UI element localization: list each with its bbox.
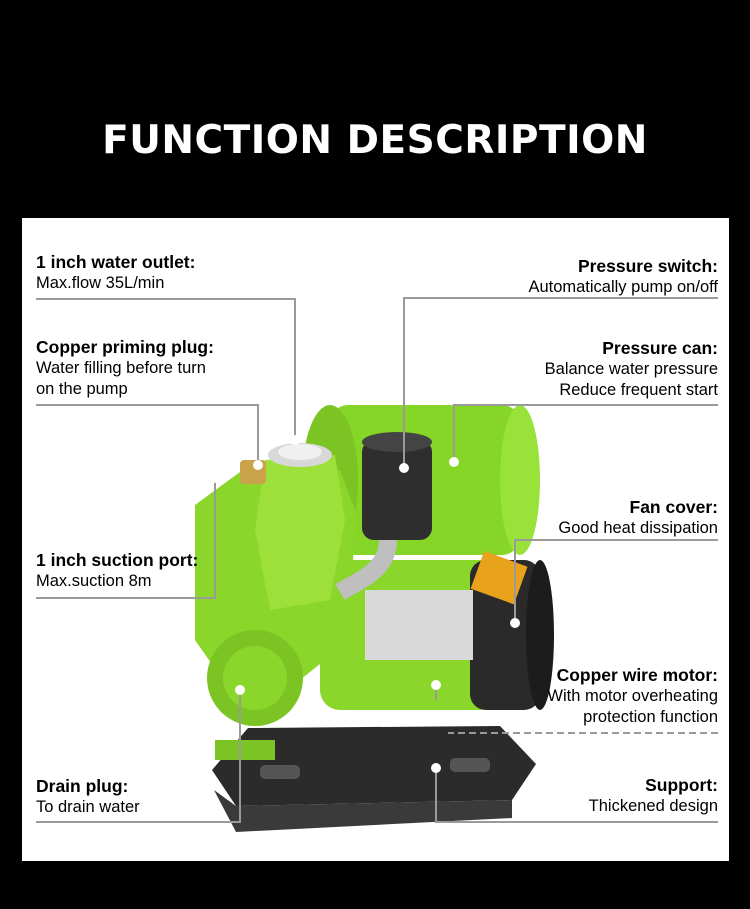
marker-water-outlet xyxy=(290,435,300,445)
marker-priming-plug xyxy=(253,460,263,470)
pressure-switch xyxy=(335,432,432,600)
leader-priming-plug xyxy=(36,404,259,463)
callout-text: Thickened design xyxy=(588,797,718,815)
marker-motor xyxy=(431,680,441,690)
callout-heading: 1 inch suction port: xyxy=(36,550,199,570)
callout-suction-port: 1 inch suction port: Max.suction 8m xyxy=(36,550,296,592)
callout-text: Reduce frequent start xyxy=(559,381,718,399)
callout-heading: Support: xyxy=(645,775,718,795)
callout-heading: Drain plug: xyxy=(36,776,129,796)
motor xyxy=(320,550,554,710)
callout-heading: Copper wire motor: xyxy=(556,665,718,685)
marker-pressure-switch xyxy=(399,463,409,473)
marker-fan-cover xyxy=(510,618,520,628)
callout-text: Good heat dissipation xyxy=(558,519,718,537)
leader-pressure-can xyxy=(453,404,718,462)
callout-heading: Pressure can: xyxy=(602,338,718,358)
marker-pressure-can xyxy=(449,457,459,467)
pump-head xyxy=(195,443,355,760)
leader-water-outlet xyxy=(36,298,296,440)
callout-drain-plug: Drain plug: To drain water xyxy=(36,776,296,818)
callout-motor: Copper wire motor: With motor overheatin… xyxy=(440,665,718,728)
pump-base xyxy=(212,726,536,806)
callout-text: With motor overheating xyxy=(547,687,718,705)
callout-text: Automatically pump on/off xyxy=(528,278,718,296)
marker-drain-plug xyxy=(235,685,245,695)
callout-heading: Fan cover: xyxy=(629,497,719,517)
leader-support xyxy=(435,768,718,823)
leader-fan-cover xyxy=(514,539,718,623)
callout-heading: Pressure switch: xyxy=(577,256,718,276)
callout-pressure-switch: Pressure switch: Automatically pump on/o… xyxy=(440,256,718,298)
callout-pressure-can: Pressure can: Balance water pressure Red… xyxy=(440,338,718,401)
marker-suction-port xyxy=(210,473,220,483)
callout-water-outlet: 1 inch water outlet: Max.flow 35L/min xyxy=(36,252,296,294)
leader-pressure-switch xyxy=(403,297,718,468)
callout-text: protection function xyxy=(583,708,718,726)
callout-heading: Copper priming plug: xyxy=(36,337,214,357)
callout-text: Water filling before turn xyxy=(36,359,206,377)
callout-text: on the pump xyxy=(36,380,128,398)
page-title: FUNCTION DESCRIPTION xyxy=(102,118,648,163)
callout-priming-plug: Copper priming plug: Water filling befor… xyxy=(36,337,296,400)
callout-heading: 1 inch water outlet: xyxy=(36,252,196,272)
callout-text: Max.flow 35L/min xyxy=(36,274,165,292)
callout-text: Balance water pressure xyxy=(544,360,718,378)
callout-text: Max.suction 8m xyxy=(36,572,152,590)
callout-fan-cover: Fan cover: Good heat dissipation xyxy=(440,497,718,539)
callout-text: To drain water xyxy=(36,798,140,816)
leader-suction-port xyxy=(36,478,216,599)
callout-support: Support: Thickened design xyxy=(440,775,718,817)
marker-support xyxy=(431,763,441,773)
leader-drain-plug xyxy=(36,690,241,823)
